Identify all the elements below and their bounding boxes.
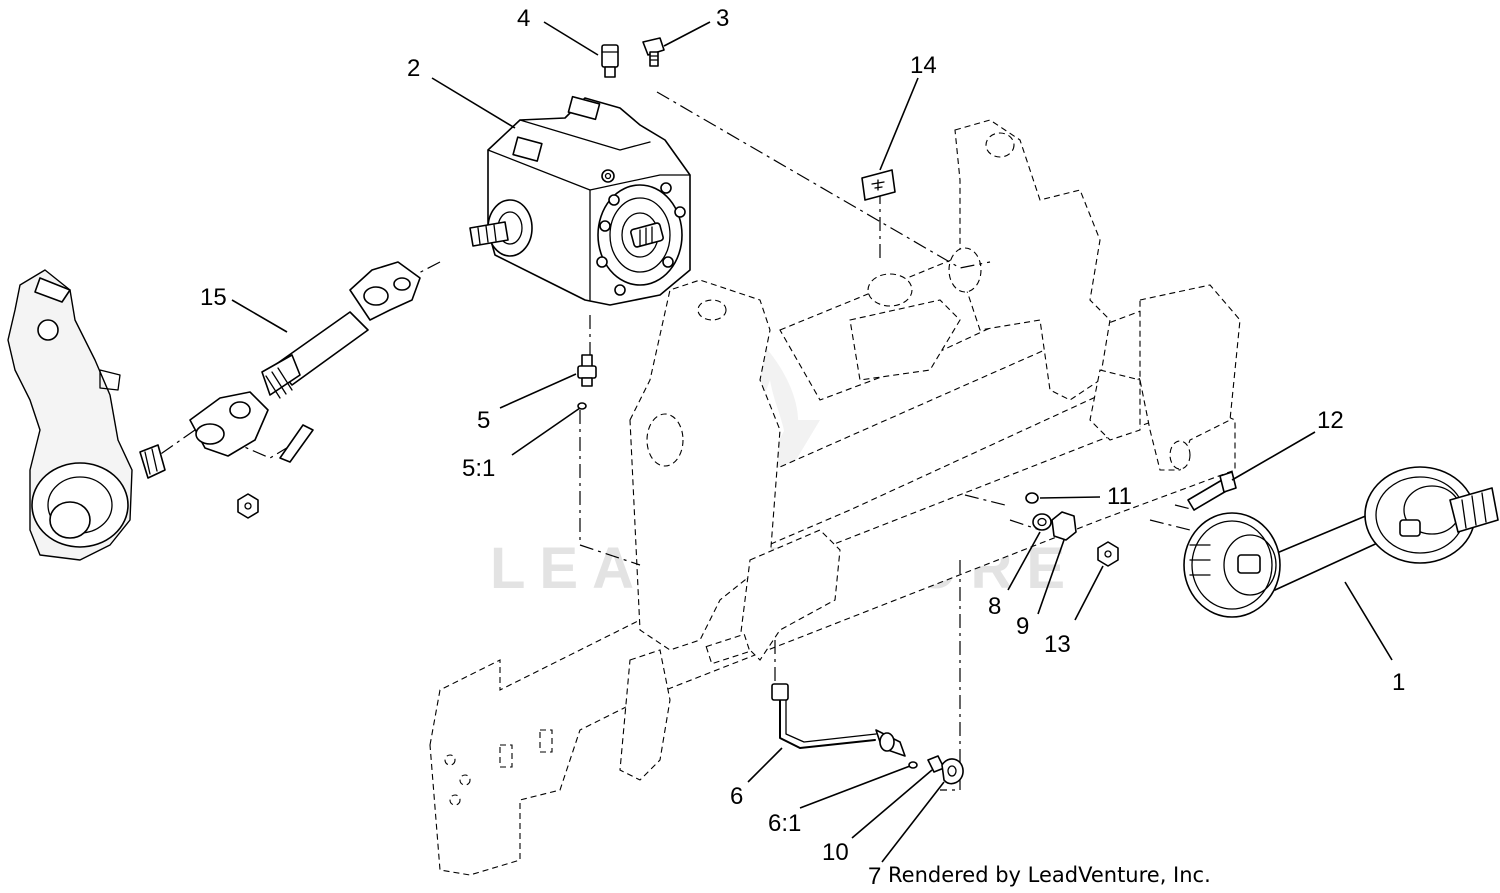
callout-14: 14 xyxy=(879,52,937,171)
o-ring-part-5-1 xyxy=(577,402,587,410)
bolt-part-3 xyxy=(642,37,665,67)
svg-text:8: 8 xyxy=(988,593,1001,620)
assembly-lines xyxy=(154,91,1196,791)
svg-text:1: 1 xyxy=(1392,669,1405,696)
clip-part-7 xyxy=(941,758,964,785)
callout-9: 9 xyxy=(1016,539,1065,640)
svg-text:13: 13 xyxy=(1044,631,1071,658)
gearbox xyxy=(469,95,691,306)
washer-part-8 xyxy=(1032,513,1052,531)
drive-shaft-part-15 xyxy=(189,261,421,519)
nut-part-9 xyxy=(1051,511,1077,541)
svg-text:3: 3 xyxy=(716,5,729,32)
callouts: 4 3 2 14 15 5 5:1 12 xyxy=(200,5,1405,890)
svg-text:2: 2 xyxy=(407,55,420,82)
svg-text:11: 11 xyxy=(1107,483,1132,510)
fitting-part-5 xyxy=(577,354,597,387)
callout-11: 11 xyxy=(1039,483,1132,510)
o-ring-part-6-1 xyxy=(908,761,918,769)
spindle-housing xyxy=(7,269,166,561)
washer-part-11 xyxy=(1025,492,1039,504)
svg-text:14: 14 xyxy=(910,52,937,79)
plug-part-4 xyxy=(601,44,619,78)
nut-part-13 xyxy=(1097,541,1119,567)
callout-5-1: 5:1 xyxy=(462,407,581,482)
bolt-part-12 xyxy=(1187,471,1237,511)
svg-text:5:1: 5:1 xyxy=(462,455,495,482)
callout-10: 10 xyxy=(822,769,933,866)
svg-text:5: 5 xyxy=(477,407,490,434)
callout-13: 13 xyxy=(1044,565,1104,658)
render-credit: Rendered by LeadVenture, Inc. xyxy=(888,863,1211,887)
callout-12: 12 xyxy=(1231,407,1344,481)
callout-7: 7 xyxy=(868,781,945,890)
callout-15: 15 xyxy=(200,284,288,333)
callout-4: 4 xyxy=(517,5,599,56)
svg-text:6:1: 6:1 xyxy=(768,810,801,837)
svg-text:7: 7 xyxy=(868,863,881,890)
callout-6: 6 xyxy=(730,747,783,810)
callout-3: 3 xyxy=(663,5,729,47)
callout-2: 2 xyxy=(407,55,516,129)
svg-text:12: 12 xyxy=(1317,407,1344,434)
pto-shaft-part-1 xyxy=(1183,466,1499,618)
svg-text:6: 6 xyxy=(730,783,743,810)
callout-5: 5 xyxy=(477,373,577,434)
svg-text:4: 4 xyxy=(517,5,530,32)
callout-8: 8 xyxy=(988,531,1041,620)
callout-6-1: 6:1 xyxy=(768,765,911,837)
callout-1: 1 xyxy=(1344,581,1405,696)
tube-part-6 xyxy=(771,683,906,757)
fitting-part-10 xyxy=(927,755,945,773)
svg-text:9: 9 xyxy=(1016,613,1029,640)
svg-text:10: 10 xyxy=(822,839,849,866)
svg-text:15: 15 xyxy=(200,284,227,311)
decal-part-14 xyxy=(861,169,896,201)
